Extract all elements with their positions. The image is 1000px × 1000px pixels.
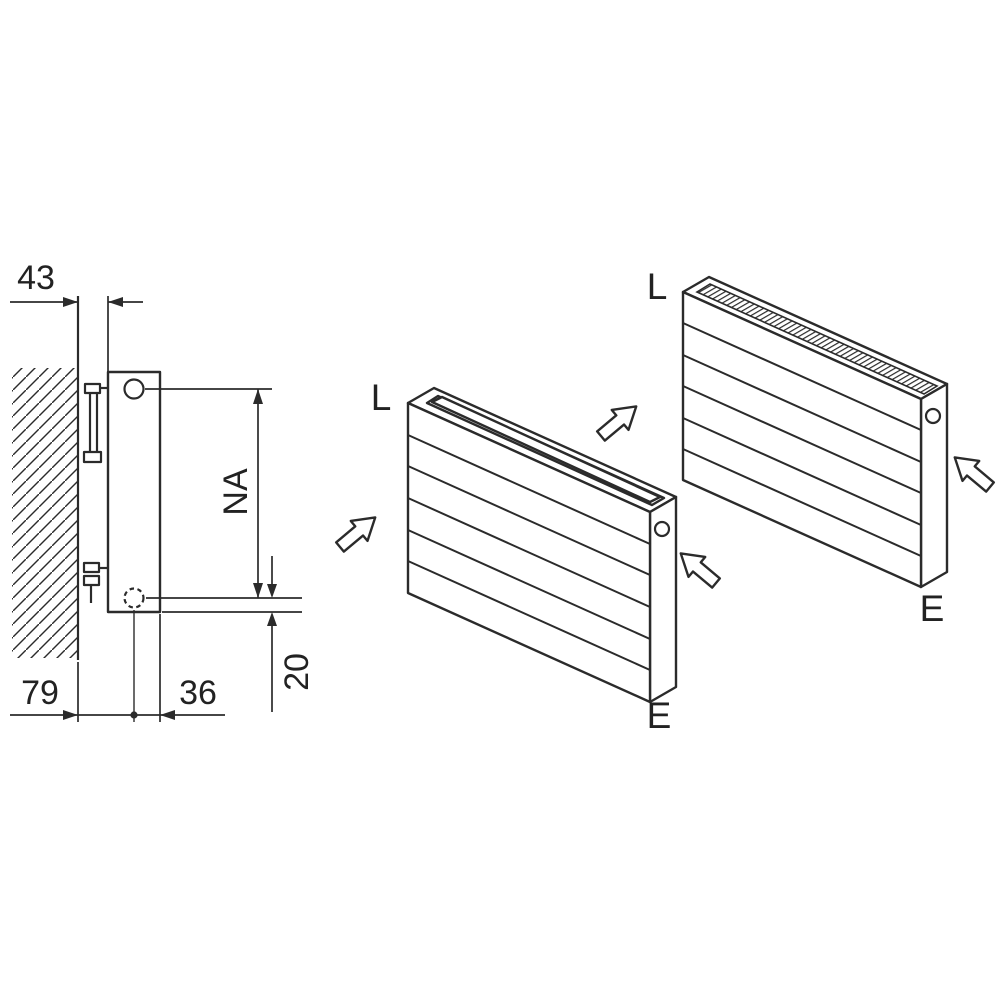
dim-point bbox=[130, 711, 138, 719]
flow-arrow-icon bbox=[679, 552, 722, 589]
radiator-profile bbox=[106, 370, 162, 614]
arrowhead bbox=[108, 297, 123, 307]
side-face bbox=[648, 495, 678, 704]
front-slats bbox=[682, 322, 922, 557]
mounting-bracket-top bbox=[82, 382, 108, 464]
top-grille bbox=[695, 283, 939, 395]
arrowhead bbox=[267, 584, 277, 598]
flow-arrows bbox=[334, 405, 996, 589]
flow-arrow-icon bbox=[953, 456, 996, 493]
side-connection bbox=[924, 407, 942, 425]
wall-hatching bbox=[12, 368, 78, 658]
dim-43-label: 43 bbox=[17, 259, 55, 297]
radiator-body bbox=[106, 370, 162, 614]
dimension-wall-clearance: 43 bbox=[10, 259, 143, 372]
arrowhead bbox=[63, 297, 78, 307]
front-slats bbox=[407, 434, 651, 671]
arrowhead bbox=[253, 389, 263, 404]
mounting-bracket-bottom bbox=[82, 561, 108, 603]
arrowhead bbox=[63, 710, 78, 720]
side-connection bbox=[653, 520, 671, 538]
dim-36-label: 36 bbox=[179, 674, 217, 712]
label-l: L bbox=[371, 377, 392, 418]
dimension-20: 20 bbox=[162, 556, 316, 712]
radiator-iso-left: L E bbox=[371, 377, 678, 736]
wall-section bbox=[12, 296, 80, 660]
dim-20-label: 20 bbox=[278, 653, 316, 691]
top-opening-inner bbox=[430, 395, 662, 504]
side-view: 43 bbox=[10, 259, 316, 722]
arrowhead bbox=[160, 710, 175, 720]
radiator-iso-right: L E bbox=[647, 266, 949, 629]
dim-na-label: NA bbox=[217, 468, 255, 516]
label-e: E bbox=[647, 695, 672, 736]
bottom-connection bbox=[123, 587, 145, 609]
top-connection bbox=[123, 378, 145, 400]
dimension-na: NA bbox=[145, 388, 302, 599]
arrowhead bbox=[267, 612, 277, 626]
label-l: L bbox=[647, 266, 668, 307]
label-e: E bbox=[920, 588, 945, 629]
arrowhead bbox=[253, 583, 263, 598]
flow-arrow-icon bbox=[595, 405, 638, 442]
dim-79-label: 79 bbox=[21, 674, 59, 712]
flow-arrow-icon bbox=[334, 516, 377, 553]
dimension-79-36: 79 36 bbox=[10, 610, 225, 722]
side-face bbox=[919, 382, 949, 589]
